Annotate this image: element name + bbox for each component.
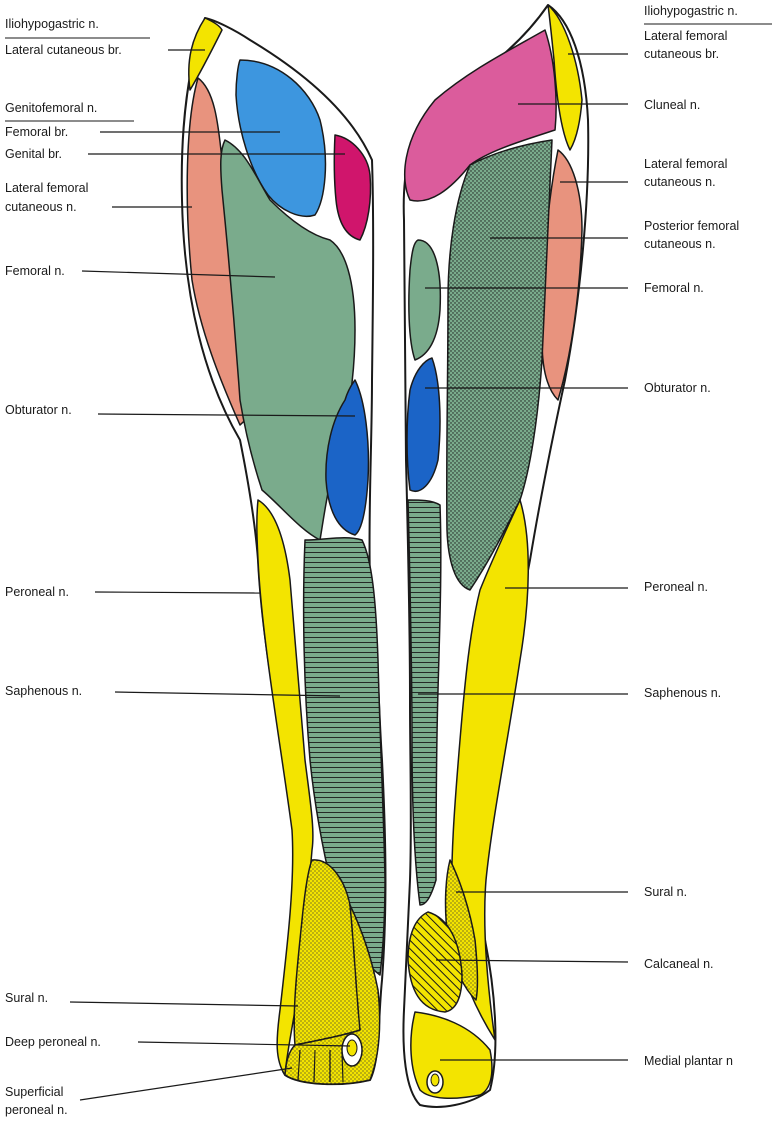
label-lateral-femoral-left-1: Lateral femoral bbox=[5, 181, 88, 195]
leader-deep-peroneal bbox=[137, 1041, 351, 1047]
anterior-labels: Iliohypogastric n. Lateral cutaneous br.… bbox=[5, 17, 356, 1117]
label-lateral-cutaneous-br: Lateral cutaneous br. bbox=[5, 43, 122, 57]
femoral-nerve-region bbox=[220, 139, 356, 541]
label-lateral-femoral-br-1: Lateral femoral bbox=[644, 29, 727, 43]
leader-sural-left bbox=[69, 1001, 299, 1007]
label-femoral-right: Femoral n. bbox=[644, 281, 704, 295]
anterior-great-toe-nail bbox=[346, 1039, 358, 1057]
label-posterior-femoral-2: cutaneous n. bbox=[644, 237, 716, 251]
label-genitofemoral: Genitofemoral n. bbox=[5, 101, 97, 115]
posterior-leg bbox=[402, 4, 590, 1108]
sural-posterior-region bbox=[444, 859, 479, 1001]
leader-femoral-left bbox=[81, 270, 276, 278]
label-peroneal-right: Peroneal n. bbox=[644, 580, 708, 594]
label-femoral-left: Femoral n. bbox=[5, 264, 65, 278]
label-lateral-femoral-left-2: cutaneous n. bbox=[5, 200, 77, 214]
posterior-labels: Iliohypogastric n. Lateral femoral cutan… bbox=[418, 4, 772, 1068]
peroneal-region bbox=[256, 499, 314, 1076]
label-saphenous-left: Saphenous n. bbox=[5, 684, 82, 698]
label-obturator-right: Obturator n. bbox=[644, 381, 711, 395]
anterior-toe-lines bbox=[297, 1049, 344, 1083]
label-cluneal: Cluneal n. bbox=[644, 98, 700, 112]
label-saphenous-right: Saphenous n. bbox=[644, 686, 721, 700]
leader-calcaneal bbox=[435, 959, 629, 963]
label-peroneal-left: Peroneal n. bbox=[5, 585, 69, 599]
label-obturator-left: Obturator n. bbox=[5, 403, 72, 417]
posterior-leg-outline bbox=[402, 4, 590, 1108]
label-femoral-br: Femoral br. bbox=[5, 125, 68, 139]
posterior-femoral-region bbox=[445, 139, 553, 591]
label-deep-peroneal: Deep peroneal n. bbox=[5, 1035, 101, 1049]
iliohypogastric-region bbox=[188, 17, 223, 91]
label-lateral-femoral-right-2: cutaneous n. bbox=[644, 175, 716, 189]
femoral-posterior-region bbox=[408, 239, 442, 361]
obturator-posterior-region bbox=[406, 357, 441, 492]
label-genital-br: Genital br. bbox=[5, 147, 62, 161]
label-sural-left: Sural n. bbox=[5, 991, 48, 1005]
leader-superficial-peroneal bbox=[79, 1067, 293, 1101]
label-lateral-femoral-br-2: cutaneous br. bbox=[644, 47, 719, 61]
leader-saphenous-left bbox=[114, 691, 341, 697]
obturator-region bbox=[325, 379, 370, 536]
saphenous-posterior-region bbox=[407, 499, 442, 906]
label-iliohypogastric-right: Iliohypogastric n. bbox=[644, 4, 738, 18]
label-medial-plantar: Medial plantar n bbox=[644, 1054, 733, 1068]
label-lateral-femoral-right-1: Lateral femoral bbox=[644, 157, 727, 171]
medial-plantar-region bbox=[410, 1011, 493, 1100]
genital-branch-region bbox=[333, 134, 372, 241]
calcaneal-region bbox=[407, 911, 463, 1013]
leader-peroneal-left bbox=[94, 591, 261, 594]
saphenous-region bbox=[302, 537, 386, 976]
posterior-heel-toe-inner bbox=[430, 1073, 440, 1087]
leader-obturator-left bbox=[97, 413, 356, 417]
anterior-leg bbox=[180, 17, 387, 1086]
femoral-branch-region bbox=[235, 59, 327, 217]
label-calcaneal: Calcaneal n. bbox=[644, 957, 714, 971]
label-sural-right: Sural n. bbox=[644, 885, 687, 899]
label-superficial-peroneal-1: Superficial bbox=[5, 1085, 63, 1099]
label-superficial-peroneal-2: peroneal n. bbox=[5, 1103, 68, 1117]
label-iliohypogastric-left: Iliohypogastric n. bbox=[5, 17, 99, 31]
label-posterior-femoral-1: Posterior femoral bbox=[644, 219, 739, 233]
peroneal-posterior-region bbox=[450, 499, 530, 1041]
iliohypogastric-posterior-region bbox=[547, 4, 583, 151]
cluneal-region bbox=[404, 29, 557, 202]
